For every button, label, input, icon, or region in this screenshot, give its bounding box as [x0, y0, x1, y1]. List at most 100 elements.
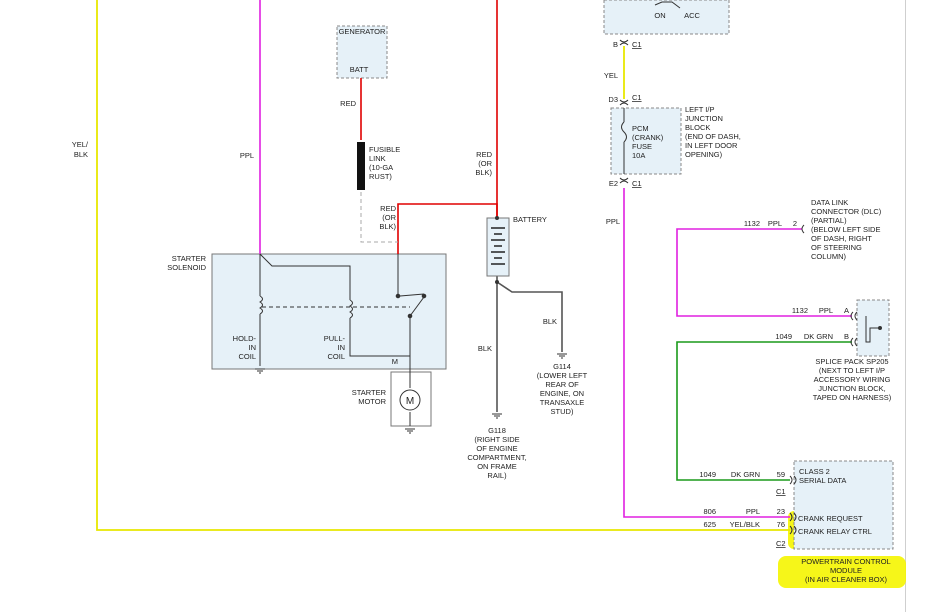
splice-line-4: JUNCTION BLOCK, — [818, 384, 886, 393]
junction-desc-2: JUNCTION — [685, 114, 723, 123]
g114-line-2: REAR OF — [545, 380, 579, 389]
connector-pcm-59 — [789, 475, 797, 485]
splice-a-pin: A — [844, 306, 849, 315]
fuse-label-4: 10A — [632, 151, 645, 160]
connector-junction-d3 — [619, 99, 629, 106]
wire-label-red-or-blk-bat-3: BLK) — [475, 168, 492, 177]
solenoid-m-terminal: M — [392, 357, 398, 366]
hold-coil — [259, 295, 263, 315]
fuse-element — [621, 121, 627, 143]
pcm-box — [793, 460, 894, 550]
crank-relay-circuit: 625 — [703, 520, 716, 529]
dlc-line-7: COLUMN) — [811, 252, 847, 261]
connector-splice-b — [850, 337, 858, 347]
hold-coil-label-3: COIL — [238, 352, 256, 361]
ground-symbol-hold-coil — [255, 368, 265, 374]
wire-label-red-or-blk-bat-2: (OR — [478, 159, 492, 168]
fuse-label-2: (CRANK) — [632, 133, 664, 142]
junction-conn-bottom: C1 — [632, 179, 642, 188]
splice-line-3: ACCESSORY WIRING — [814, 375, 891, 384]
crank-relay-color: YEL/BLK — [730, 520, 760, 529]
solenoid-label-1: STARTER — [172, 254, 207, 263]
battery-body — [486, 217, 510, 277]
pcm-title-3: (IN AIR CLEANER BOX) — [805, 575, 888, 584]
contact-point-1 — [395, 293, 401, 299]
page-border — [905, 0, 906, 612]
battery-label: BATTERY — [513, 215, 547, 224]
junction-pin-top: D3 — [608, 95, 618, 104]
dlc-line-2: CONNECTOR (DLC) — [811, 207, 882, 216]
crank-relay-pin: 76 — [777, 520, 785, 529]
fuse-label-3: FUSE — [632, 142, 652, 151]
connector-dlc-pin — [801, 224, 805, 234]
highlight-pcm-title — [778, 556, 906, 588]
pull-coil — [349, 299, 353, 319]
ground-symbol-motor — [405, 428, 415, 434]
junction-pin-bottom: E2 — [609, 179, 618, 188]
wire-red-battery-solenoid — [397, 203, 498, 254]
contact-switch — [399, 293, 425, 297]
wire-label-yel-blk-2: BLK — [74, 150, 88, 159]
junction-desc-5: IN LEFT DOOR — [685, 141, 738, 150]
generator-title: GENERATOR — [339, 27, 386, 36]
motor-symbol: M — [406, 396, 414, 407]
g118-line-4: ON FRAME — [477, 462, 517, 471]
fusible-link-dashed — [360, 192, 398, 243]
dlc-line-3: (PARTIAL) — [811, 216, 847, 225]
wire-label-blk-battery: BLK — [478, 344, 492, 353]
fusible-link-body — [357, 142, 365, 190]
fusible-label-2: LINK — [369, 154, 386, 163]
connector-splice-a — [850, 311, 858, 321]
solenoid-internals — [259, 253, 427, 426]
fusible-label-1: FUSIBLE — [369, 145, 400, 154]
wire-blk-g114 — [496, 281, 563, 352]
splice-pack-box — [856, 299, 890, 357]
dlc-line-5: OF DASH, RIGHT — [811, 234, 872, 243]
g114-line-1: (LOWER LEFT — [537, 371, 588, 380]
splice-line-2: (NEXT TO LEFT I/P — [819, 366, 885, 375]
battery-terminal-bottom — [495, 280, 499, 284]
junction-desc-3: BLOCK — [685, 123, 710, 132]
connector-junction-e2 — [619, 177, 629, 184]
wire-ppl-dlc — [676, 228, 852, 317]
splice-line-1: SPLICE PACK SP205 — [815, 357, 888, 366]
wire-ppl-right — [623, 188, 790, 518]
pcm-connector-c2: C2 — [776, 539, 786, 548]
g118-line-1: (RIGHT SIDE — [474, 435, 519, 444]
junction-desc-6: OPENING) — [685, 150, 723, 159]
wire-label-red-or-blk-left-3: BLK) — [379, 222, 396, 231]
junction-block-box — [610, 107, 682, 175]
contact-point-2 — [421, 293, 427, 299]
hold-coil-label-2: IN — [249, 343, 257, 352]
pcm-fuse-symbol — [621, 108, 627, 174]
fusible-link — [357, 142, 398, 243]
junction-desc-1: LEFT I/P — [685, 105, 714, 114]
pcm-title-1: POWERTRAIN CONTROL — [801, 557, 890, 566]
crank-request-circuit: 806 — [703, 507, 716, 516]
pcm-connector-c1: C1 — [776, 487, 786, 496]
pull-coil-lead — [349, 318, 410, 357]
wire-label-ppl-right: PPL — [606, 217, 620, 226]
splice-a-circuit: 1132 — [792, 306, 808, 315]
ignition-acc: ACC — [684, 11, 700, 20]
fusible-label-3: (10-GA — [369, 163, 393, 172]
g114-id: G114 — [553, 362, 571, 371]
dlc-circuit: 1132 — [744, 219, 760, 228]
connector-ignition-b — [619, 39, 629, 46]
fusible-label-4: RUST) — [369, 172, 392, 181]
class2-color: DK GRN — [731, 470, 760, 479]
g118-line-2: OF ENGINE — [476, 444, 517, 453]
starter-motor-label-1: STARTER — [352, 388, 387, 397]
connector-pcm-23 — [789, 512, 797, 522]
splice-b-pin: B — [844, 332, 849, 341]
ground-symbol-g114 — [557, 353, 567, 359]
ignition-switch-contact — [654, 1, 681, 9]
ignition-switch-box — [603, 0, 730, 35]
plunger-point — [407, 313, 413, 319]
wires — [96, 0, 852, 531]
ignition-on: ON — [654, 11, 665, 20]
ground-symbol-g118 — [492, 413, 502, 419]
crank-relay-label: CRANK RELAY CTRL — [798, 527, 872, 536]
pcm-title-2: MODULE — [830, 566, 862, 575]
